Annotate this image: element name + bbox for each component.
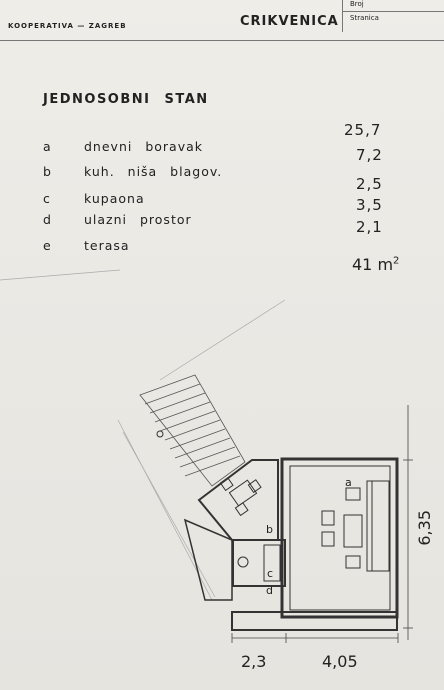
plan-label-c: c xyxy=(267,567,274,580)
city-title: CRIKVENICA xyxy=(240,14,339,29)
dimension-width-left: 2,3 xyxy=(241,652,267,671)
room-name: ulazni prostor xyxy=(84,212,192,227)
header-divider xyxy=(342,0,343,32)
room-area: 7,2 xyxy=(356,146,383,164)
dining-table xyxy=(228,479,258,507)
room-area: 3,5 xyxy=(356,196,383,214)
bottom-wall xyxy=(231,611,398,631)
dining-chair xyxy=(219,477,234,492)
construction-lines xyxy=(0,269,286,601)
dimension-lines xyxy=(231,405,413,643)
room-letter: e xyxy=(43,238,52,253)
armchair xyxy=(321,531,335,547)
kitchen-niche xyxy=(197,459,279,541)
room-row: d ulazni prostor 3,5 xyxy=(0,196,444,232)
room-row: e terasa 2,1 xyxy=(0,218,444,258)
room-letter: d xyxy=(43,212,52,227)
room-area: 2,1 xyxy=(356,218,383,236)
total-area: 41 m2 xyxy=(352,255,399,274)
entrance-hall xyxy=(183,518,233,601)
plan-label-d: d xyxy=(266,584,273,597)
stair-marker xyxy=(156,430,164,438)
armchair xyxy=(345,555,361,569)
room-area: 2,5 xyxy=(356,175,383,193)
washbasin xyxy=(237,556,249,568)
plan-label-a: a xyxy=(345,476,352,489)
room-area: 25,7 xyxy=(344,121,382,139)
room-letter: b xyxy=(43,164,52,179)
publisher-label: KOOPERATIVA — ZAGREB xyxy=(8,22,127,30)
terrace-stairs xyxy=(139,374,246,487)
room-letter: a xyxy=(43,139,52,154)
bathroom xyxy=(232,539,286,587)
armchair xyxy=(345,487,361,501)
number-field-label: Broj xyxy=(350,0,364,8)
dimension-height: 6,35 xyxy=(415,510,434,546)
dining-chair xyxy=(247,479,262,494)
dining-chair xyxy=(234,502,249,517)
room-letter: c xyxy=(43,191,51,206)
room-name: kupaona xyxy=(84,191,145,206)
coffee-table xyxy=(343,514,363,548)
header-rule xyxy=(342,11,444,12)
living-room-outline xyxy=(280,457,399,619)
total-area-exponent: 2 xyxy=(393,255,400,267)
room-name: kuh. niša blagov. xyxy=(84,164,223,179)
page-header: KOOPERATIVA — ZAGREB CRIKVENICA Broj Str… xyxy=(0,0,444,41)
room-name: dnevni boravak xyxy=(84,139,203,154)
room-row: c kupaona 2,5 xyxy=(0,175,444,211)
sofa xyxy=(366,480,390,572)
living-room-inner xyxy=(289,465,391,611)
dimension-width-right: 4,05 xyxy=(322,652,358,671)
room-name: terasa xyxy=(84,238,130,253)
plan-label-b: b xyxy=(266,523,273,536)
armchair xyxy=(321,510,335,526)
room-row: b kuh. niša blagov. 7,2 xyxy=(0,146,444,184)
room-row: a dnevni boravak 25,7 xyxy=(0,121,444,159)
apartment-title: JEDNOSOBNI STAN xyxy=(43,92,209,107)
bathtub xyxy=(263,544,281,582)
total-area-unit: m xyxy=(377,255,394,274)
total-area-value: 41 xyxy=(352,255,373,274)
page-field-label: Stranica xyxy=(350,14,379,22)
